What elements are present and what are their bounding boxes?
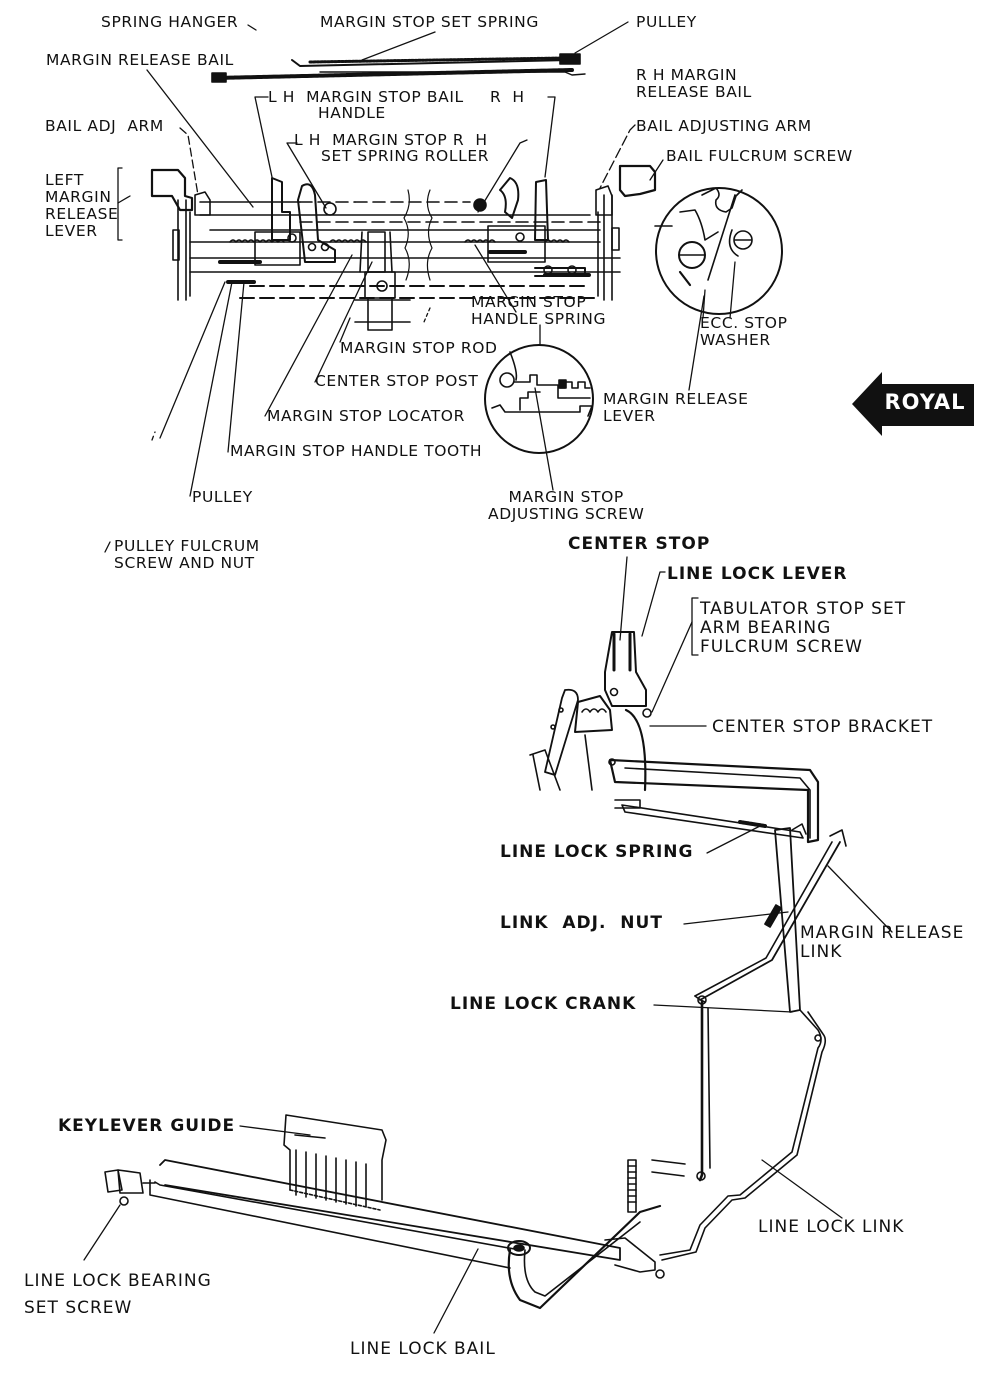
label-center-stop-post: CENTER STOP POST	[315, 372, 479, 390]
label-pulley-bottom: PULLEY	[192, 488, 253, 506]
label-margin-release-link: MARGIN RELEASE LINK	[800, 923, 965, 962]
label-center-stop-bracket: CENTER STOP BRACKET	[712, 717, 934, 737]
label-spring-hanger: SPRING HANGER	[101, 13, 239, 31]
royal-arrow-badge	[852, 372, 974, 436]
label-left-margin-release-lever: LEFT MARGIN RELEASE LEVER	[45, 171, 119, 240]
royal-badge-text: ROYAL	[884, 390, 966, 414]
label-link-adj-nut: LINK ADJ. NUT	[500, 913, 663, 933]
margin-stop-set-spring-drawing	[212, 54, 585, 82]
label-margin-stop-set-spring: MARGIN STOP SET SPRING	[320, 13, 539, 31]
label-leaders-top	[118, 22, 663, 240]
label-line-lock-bearing-set-screw: LINE LOCK BEARING SET SCREW	[24, 1271, 212, 1318]
label-center-stop: CENTER STOP	[568, 534, 711, 554]
label-pulley-top: PULLEY	[636, 13, 697, 31]
label-line-lock-lever: LINE LOCK LEVER	[667, 564, 848, 584]
label-lh-rh-margin-stop-set-spring-roller: L H MARGIN STOP R H	[294, 131, 488, 149]
label-margin-stop-adjusting-screw: MARGIN STOP ADJUSTING SCREW	[488, 488, 645, 523]
label-rh-margin-release-bail: R H MARGIN RELEASE BAIL	[636, 66, 752, 101]
label-line-lock-link: LINE LOCK LINK	[758, 1217, 905, 1237]
label-lh-margin-stop-bail: L H MARGIN STOP BAIL	[268, 88, 464, 106]
line-lock-assembly-drawing	[105, 632, 846, 1308]
label-line-lock-spring: LINE LOCK SPRING	[500, 842, 694, 862]
label-ecc-stop-washer: ECC. STOP WASHER	[700, 314, 788, 349]
label-pulley-fulcrum-screw-and-nut: PULLEY FULCRUM SCREW AND NUT	[114, 537, 260, 572]
label-margin-stop-handle-spring: MARGIN STOP HANDLE SPRING	[471, 293, 607, 328]
ecc-stop-washer-detail	[656, 188, 782, 314]
label-keylever-guide: KEYLEVER GUIDE	[58, 1116, 236, 1136]
label-margin-stop-locator: MARGIN STOP LOCATOR	[267, 407, 465, 425]
label-bail-adj-arm: BAIL ADJ ARM	[45, 117, 164, 135]
label-bail-adjusting-arm: BAIL ADJUSTING ARM	[636, 117, 812, 135]
carriage-mechanism-drawing	[152, 166, 672, 330]
label-margin-stop-rod: MARGIN STOP ROD	[340, 339, 498, 357]
label-leaders-mid	[105, 245, 735, 552]
label-tabulator-stop-set-arm-bearing-fulcrum-screw: TABULATOR STOP SET ARM BEARING FULCRUM S…	[700, 599, 907, 657]
label-margin-stop-handle-tooth: MARGIN STOP HANDLE TOOTH	[230, 442, 483, 460]
label-bail-fulcrum-screw: BAIL FULCRUM SCREW	[666, 147, 853, 165]
label-rh-margin-stop-bail: R H	[490, 88, 525, 106]
label-line-lock-bail: LINE LOCK BAIL	[350, 1339, 496, 1359]
label-margin-release-bail: MARGIN RELEASE BAIL	[46, 51, 234, 69]
label-margin-stop-bail-handle: HANDLE	[318, 104, 386, 122]
label-margin-release-lever: MARGIN RELEASE LEVER	[603, 390, 749, 425]
label-leaders-bottom	[84, 557, 892, 1333]
label-set-spring-roller: SET SPRING ROLLER	[321, 147, 490, 165]
margin-stop-adjusting-detail	[485, 345, 593, 453]
label-line-lock-crank: LINE LOCK CRANK	[450, 994, 637, 1014]
